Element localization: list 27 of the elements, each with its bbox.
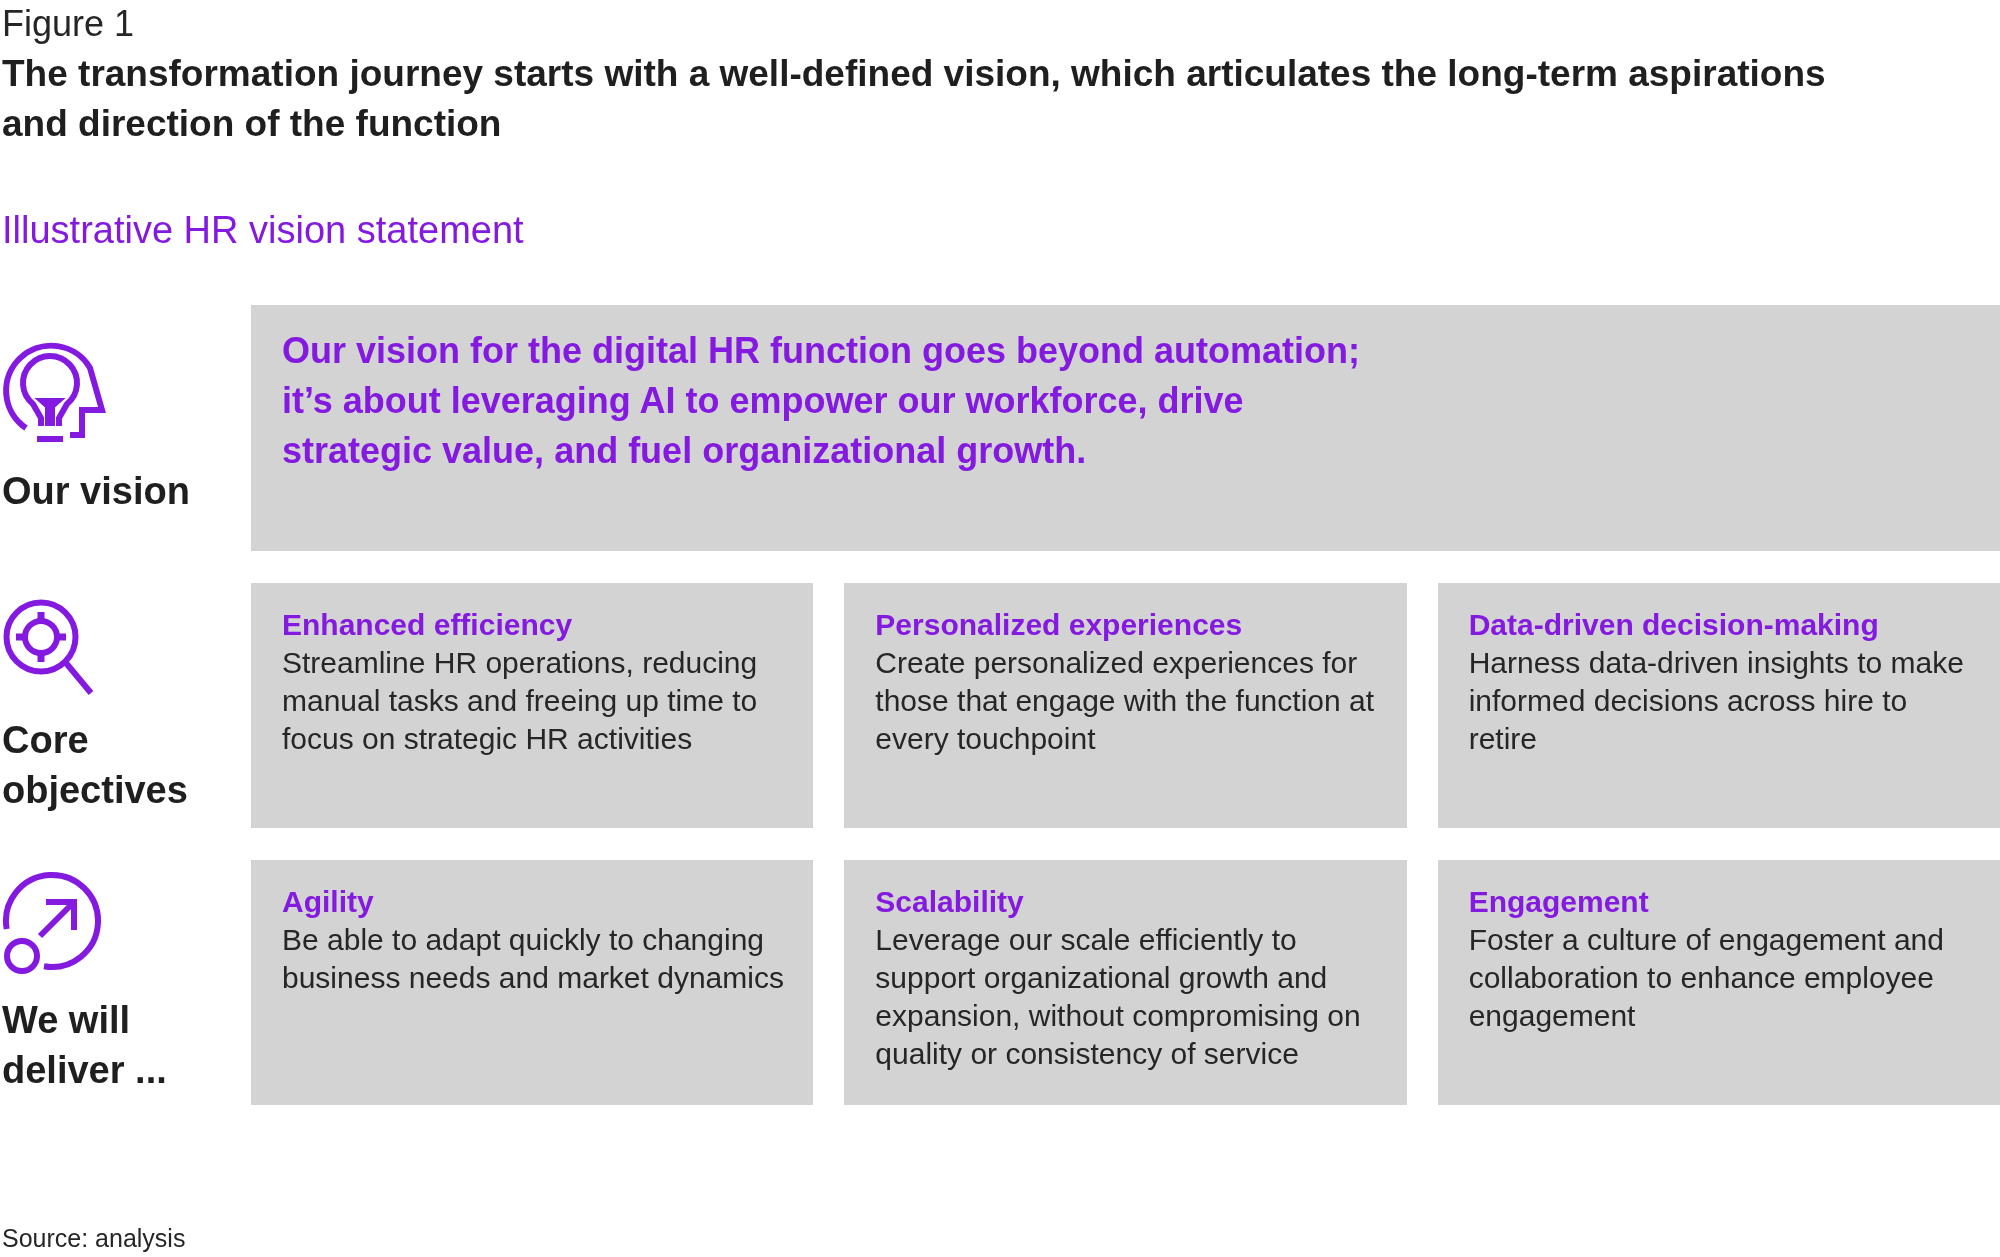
objective-card — [1437, 860, 2000, 1105]
card-description: Be able to adapt quickly to changing business needs and market dynamics — [282, 922, 785, 996]
row-heading: We will deliver ... — [2, 997, 168, 1093]
objective-card — [844, 583, 1407, 828]
vision-panel — [251, 305, 2000, 551]
card-heading: Data-driven decision-making — [1468, 607, 1879, 643]
row-heading: Core objectives — [2, 717, 189, 813]
vision-statement: Our vision for the digital HR function goes beyond automation; it’s about leveraging AI to empower our workforce, drive strategic value, and fuel organizational growth. — [282, 329, 1361, 473]
objective-card — [844, 860, 1407, 1105]
card-heading: Agility — [282, 884, 374, 920]
card-description: Foster a culture of engagement and collaboration to enhance employee engagement — [1468, 922, 1945, 1034]
row-heading: Our vision — [2, 469, 190, 514]
card-description: Create personalized experiences for those that engage with the function at every touchpoint — [875, 645, 1376, 757]
figure-title: The transformation journey starts with a well-defined vision, which articulates the long-term aspirations and direction of the function — [2, 52, 1827, 146]
objective-card — [251, 583, 814, 828]
card-heading: Scalability — [875, 884, 1024, 920]
objective-card — [251, 860, 814, 1105]
card-heading: Enhanced efficiency — [282, 607, 573, 643]
card-description: Streamline HR operations, reducing manual tasks and freeing up time to focus on strategic HR activities — [282, 645, 759, 757]
card-description: Harness data-driven insights to make informed decisions across hire to retire — [1468, 645, 1965, 757]
card-description: Leverage our scale efficiently to support organizational growth and expansion, without compromising on quality or consistency of service — [875, 922, 1362, 1072]
figure-label: Figure 1 — [2, 2, 135, 46]
source-note: Source: analysis — [2, 1223, 186, 1253]
objective-card — [1437, 583, 2000, 828]
card-heading: Personalized experiences — [875, 607, 1243, 643]
card-heading: Engagement — [1468, 884, 1649, 920]
section-subtitle: Illustrative HR vision statement — [2, 208, 524, 253]
